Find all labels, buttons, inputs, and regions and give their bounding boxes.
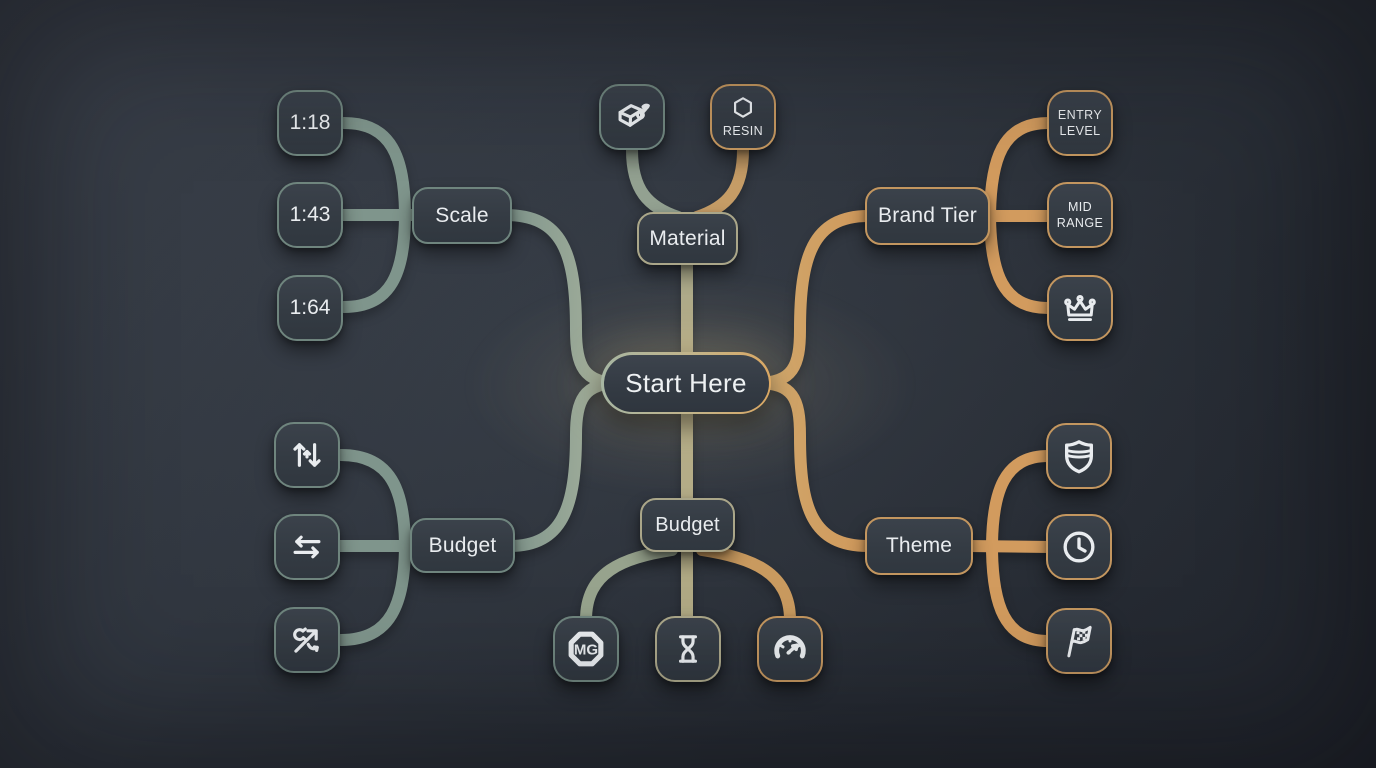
scale-option-label: 1:43	[289, 203, 331, 226]
brand-tier-option-premium[interactable]	[1047, 275, 1113, 341]
scale-option-1-64[interactable]: 1:64	[277, 275, 343, 341]
speedometer-icon	[774, 635, 806, 659]
material-node-label: Material	[649, 226, 726, 250]
brand-tier-node[interactable]: Brand Tier	[865, 187, 990, 245]
theme-option-racing[interactable]	[1046, 608, 1112, 674]
budget-option-time[interactable]	[655, 616, 721, 682]
budget-option-custom[interactable]	[274, 607, 340, 673]
budget-option-mg-brand[interactable]: MG	[553, 616, 619, 682]
mg-badge-icon: MG	[568, 631, 604, 667]
mg-badge-text: MG	[574, 641, 598, 658]
material-option-resin[interactable]: RESIN	[710, 84, 776, 150]
budget-bottom-node[interactable]: Budget	[640, 498, 735, 552]
scale-option-label: 1:64	[289, 296, 331, 319]
budget-option-price-sort[interactable]	[274, 422, 340, 488]
entry-level-label: ENTRY LEVEL	[1057, 107, 1103, 138]
brand-tier-option-entry-level[interactable]: ENTRY LEVEL	[1047, 90, 1113, 156]
budget-option-trade[interactable]	[274, 514, 340, 580]
wrench-diagonal-arrow-icon	[293, 627, 319, 653]
sort-vertical-arrows-icon	[293, 443, 321, 467]
budget-left-node-label: Budget	[428, 533, 497, 557]
scale-node-label: Scale	[435, 203, 489, 227]
clock-icon	[1063, 531, 1095, 563]
theme-option-marque[interactable]	[1046, 423, 1112, 489]
budget-bottom-node-label: Budget	[655, 513, 720, 536]
material-node[interactable]: Material	[637, 212, 738, 265]
resin-label: RESIN	[722, 123, 764, 138]
theme-node[interactable]: Theme	[865, 517, 973, 575]
brand-tier-option-mid-range[interactable]: MID RANGE	[1047, 182, 1113, 248]
crown-icon	[1064, 294, 1096, 322]
mid-range-label: MID RANGE	[1056, 199, 1104, 230]
scale-option-1-18[interactable]: 1:18	[277, 90, 343, 156]
checkered-flag-icon	[1067, 625, 1092, 658]
scale-option-1-43[interactable]: 1:43	[277, 182, 343, 248]
budget-left-node[interactable]: Budget	[410, 518, 515, 573]
material-option-diecast[interactable]	[599, 84, 665, 150]
scale-node[interactable]: Scale	[412, 187, 512, 244]
brand-tier-node-label: Brand Tier	[878, 204, 977, 227]
shield-icon	[1065, 440, 1093, 474]
resin-hexagon-icon	[734, 97, 752, 118]
start-here-label: Start Here	[625, 367, 747, 398]
scale-option-label: 1:18	[289, 111, 331, 134]
budget-option-performance[interactable]	[757, 616, 823, 682]
hourglass-icon	[678, 635, 698, 663]
diecast-icon	[618, 103, 650, 127]
theme-node-label: Theme	[885, 534, 953, 557]
swap-horizontal-arrows-icon	[293, 535, 321, 559]
theme-option-era[interactable]	[1046, 514, 1112, 580]
start-here-node[interactable]: Start Here	[601, 352, 771, 414]
